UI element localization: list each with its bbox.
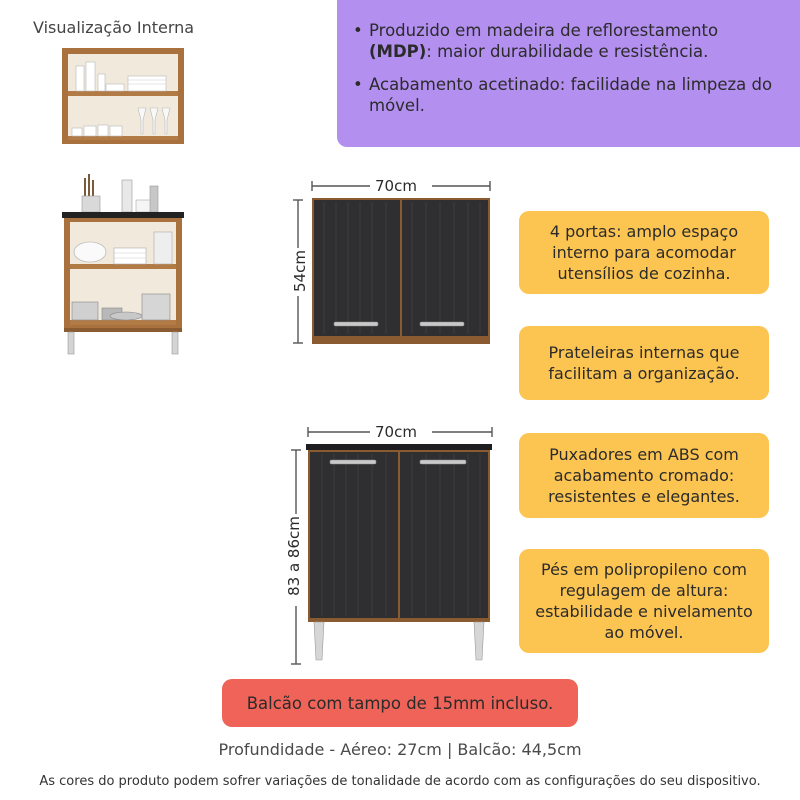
feature-finish-text: Acabamento acetinado: facilidade na limp… <box>369 75 773 115</box>
lower-cabinet-drawing <box>288 424 493 665</box>
bullet-icon: • <box>353 21 363 40</box>
features-box: • Produzido em madeira de reflorestament… <box>337 0 800 147</box>
feature-material-text: Produzido em madeira de reflorestamento <box>369 21 719 40</box>
note-handles: Puxadores em ABS com acabamento cromado:… <box>519 433 769 518</box>
note-feet: Pés em polipropileno com regulagem de al… <box>519 549 769 653</box>
lower-height-label: 83 a 86cm <box>285 516 303 596</box>
lower-width-label: 70cm <box>375 423 417 441</box>
note-shelves: Prateleiras internas que facilitam a org… <box>519 326 769 400</box>
note-doors: 4 portas: amplo espaço interno para acom… <box>519 211 769 294</box>
feature-material-strong: (MDP) <box>369 42 427 61</box>
depth-info: Profundidade - Aéreo: 27cm | Balcão: 44,… <box>218 740 582 759</box>
feature-material: • Produzido em madeira de reflorestament… <box>353 20 784 62</box>
countertop-note: Balcão com tampo de 15mm incluso. <box>222 679 578 727</box>
bullet-icon: • <box>353 75 363 94</box>
upper-cabinet-drawing <box>290 178 491 344</box>
feature-material-detail: : maior durabilidade e resistência. <box>426 42 709 61</box>
color-disclaimer: As cores do produto podem sofrer variaçõ… <box>39 774 761 789</box>
upper-cabinet-internal-image <box>62 48 184 144</box>
upper-width-label: 70cm <box>375 177 417 195</box>
feature-finish: • Acabamento acetinado: facilidade na li… <box>353 74 784 116</box>
lower-cabinet-internal-image <box>62 174 184 355</box>
upper-height-label: 54cm <box>291 250 309 292</box>
internal-view-label: Visualização Interna <box>33 18 195 37</box>
